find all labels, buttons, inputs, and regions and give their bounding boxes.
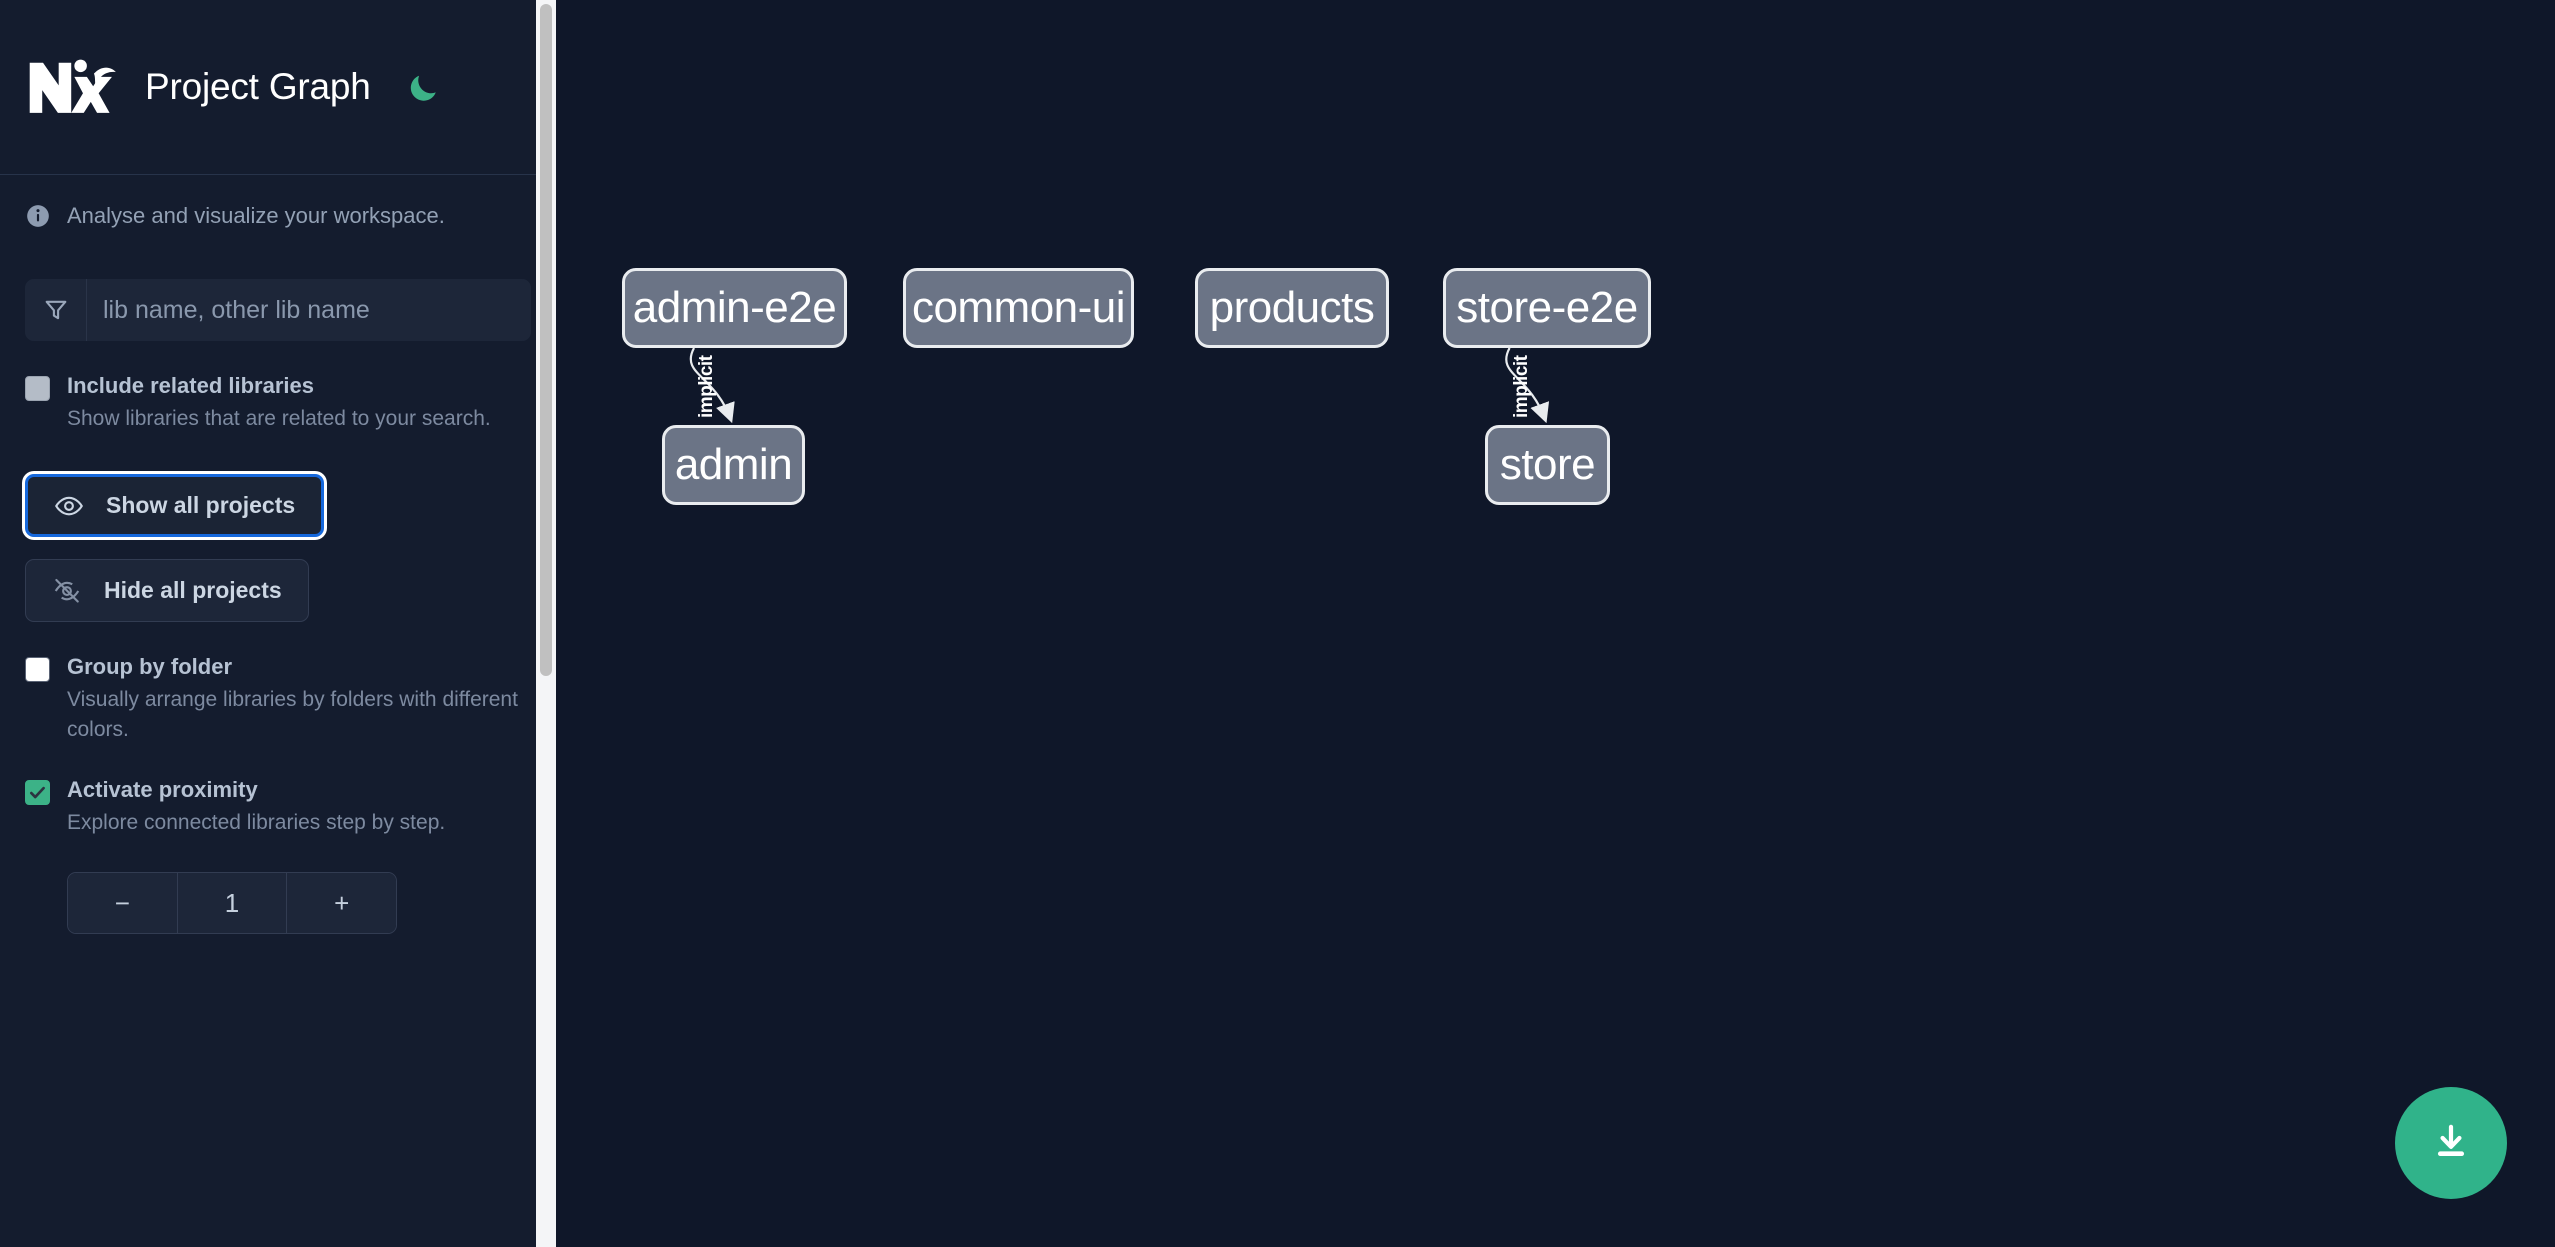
graph-node-label: store-e2e [1456, 283, 1638, 332]
eye-icon [54, 491, 84, 521]
sidebar: Project Graph Analyse and visualize your… [0, 0, 556, 1247]
graph-node-store-e2e[interactable]: store-e2e [1443, 268, 1651, 348]
download-icon [2437, 1124, 2465, 1157]
graph-node-label: common-ui [911, 283, 1126, 332]
proximity-increment-button[interactable]: + [287, 873, 396, 933]
search-input[interactable] [87, 279, 531, 341]
option-include-related-libraries: Include related libraries Show libraries… [25, 371, 531, 434]
sidebar-subtitle: Analyse and visualize your workspace. [67, 203, 445, 228]
sidebar-scrollbar-track[interactable] [536, 0, 556, 1247]
show-all-projects-button[interactable]: Show all projects [25, 474, 325, 537]
graph-node-label: store [1499, 440, 1596, 489]
project-visibility-buttons: Show all projects Hide all projects [25, 474, 531, 622]
graph-edges [689, 347, 1550, 424]
proximity-stepper: − 1 + [67, 872, 397, 934]
graph-node-label: admin-e2e [632, 283, 837, 332]
sidebar-subtitle-row: Analyse and visualize your workspace. [0, 175, 556, 229]
show-all-projects-label: Show all projects [106, 492, 296, 518]
filter-icon[interactable] [25, 279, 87, 341]
include-related-libraries-checkbox[interactable] [25, 376, 50, 401]
search-bar [25, 279, 531, 341]
info-icon [25, 203, 51, 229]
option-activate-proximity: Activate proximity Explore connected lib… [25, 775, 531, 838]
sidebar-body: Include related libraries Show libraries… [0, 279, 556, 934]
proximity-value: 1 [176, 873, 288, 933]
group-by-folder-description: Visually arrange libraries by folders wi… [67, 688, 518, 741]
hide-all-projects-label: Hide all projects [104, 577, 282, 603]
eye-off-icon [52, 576, 82, 606]
graph-node-admin-e2e[interactable]: admin-e2e [622, 268, 847, 348]
sidebar-header: Project Graph [0, 0, 556, 175]
graph-node-products[interactable]: products [1195, 268, 1389, 348]
group-by-folder-checkbox[interactable] [25, 657, 50, 682]
activate-proximity-checkbox[interactable] [25, 780, 50, 805]
hide-all-projects-button[interactable]: Hide all projects [25, 559, 309, 622]
graph-node-label: admin [674, 440, 793, 489]
graph-edge-store-e2e-to-store[interactable] [1505, 347, 1550, 424]
page-title: Project Graph [145, 66, 371, 107]
proximity-decrement-button[interactable]: − [68, 873, 177, 933]
graph-edge-label-admin-e2e-to-admin: implicit [696, 354, 718, 418]
graph-node-common-ui[interactable]: common-ui [903, 268, 1134, 348]
graph-node-label: products [1209, 283, 1375, 332]
group-by-folder-label: Group by folder [67, 654, 232, 679]
nx-logo-icon [25, 56, 119, 118]
include-related-libraries-label: Include related libraries [67, 373, 314, 398]
include-related-libraries-description: Show libraries that are related to your … [67, 407, 491, 430]
download-image-button[interactable] [2395, 1087, 2507, 1199]
activate-proximity-label: Activate proximity [67, 777, 258, 802]
check-icon [29, 786, 45, 799]
graph-edge-admin-e2e-to-admin[interactable] [689, 347, 735, 424]
option-group-by-folder: Group by folder Visually arrange librari… [25, 652, 531, 745]
graph-edge-label-store-e2e-to-store: implicit [1511, 354, 1533, 418]
moon-icon[interactable] [403, 67, 443, 107]
activate-proximity-description: Explore connected libraries step by step… [67, 811, 446, 834]
graph-node-admin[interactable]: admin [662, 425, 805, 505]
sidebar-scrollbar-thumb[interactable] [540, 4, 552, 676]
project-graph-canvas[interactable]: admin-e2e common-ui products store-e2e admin… [556, 0, 2555, 1247]
graph-node-store[interactable]: store [1485, 425, 1610, 505]
